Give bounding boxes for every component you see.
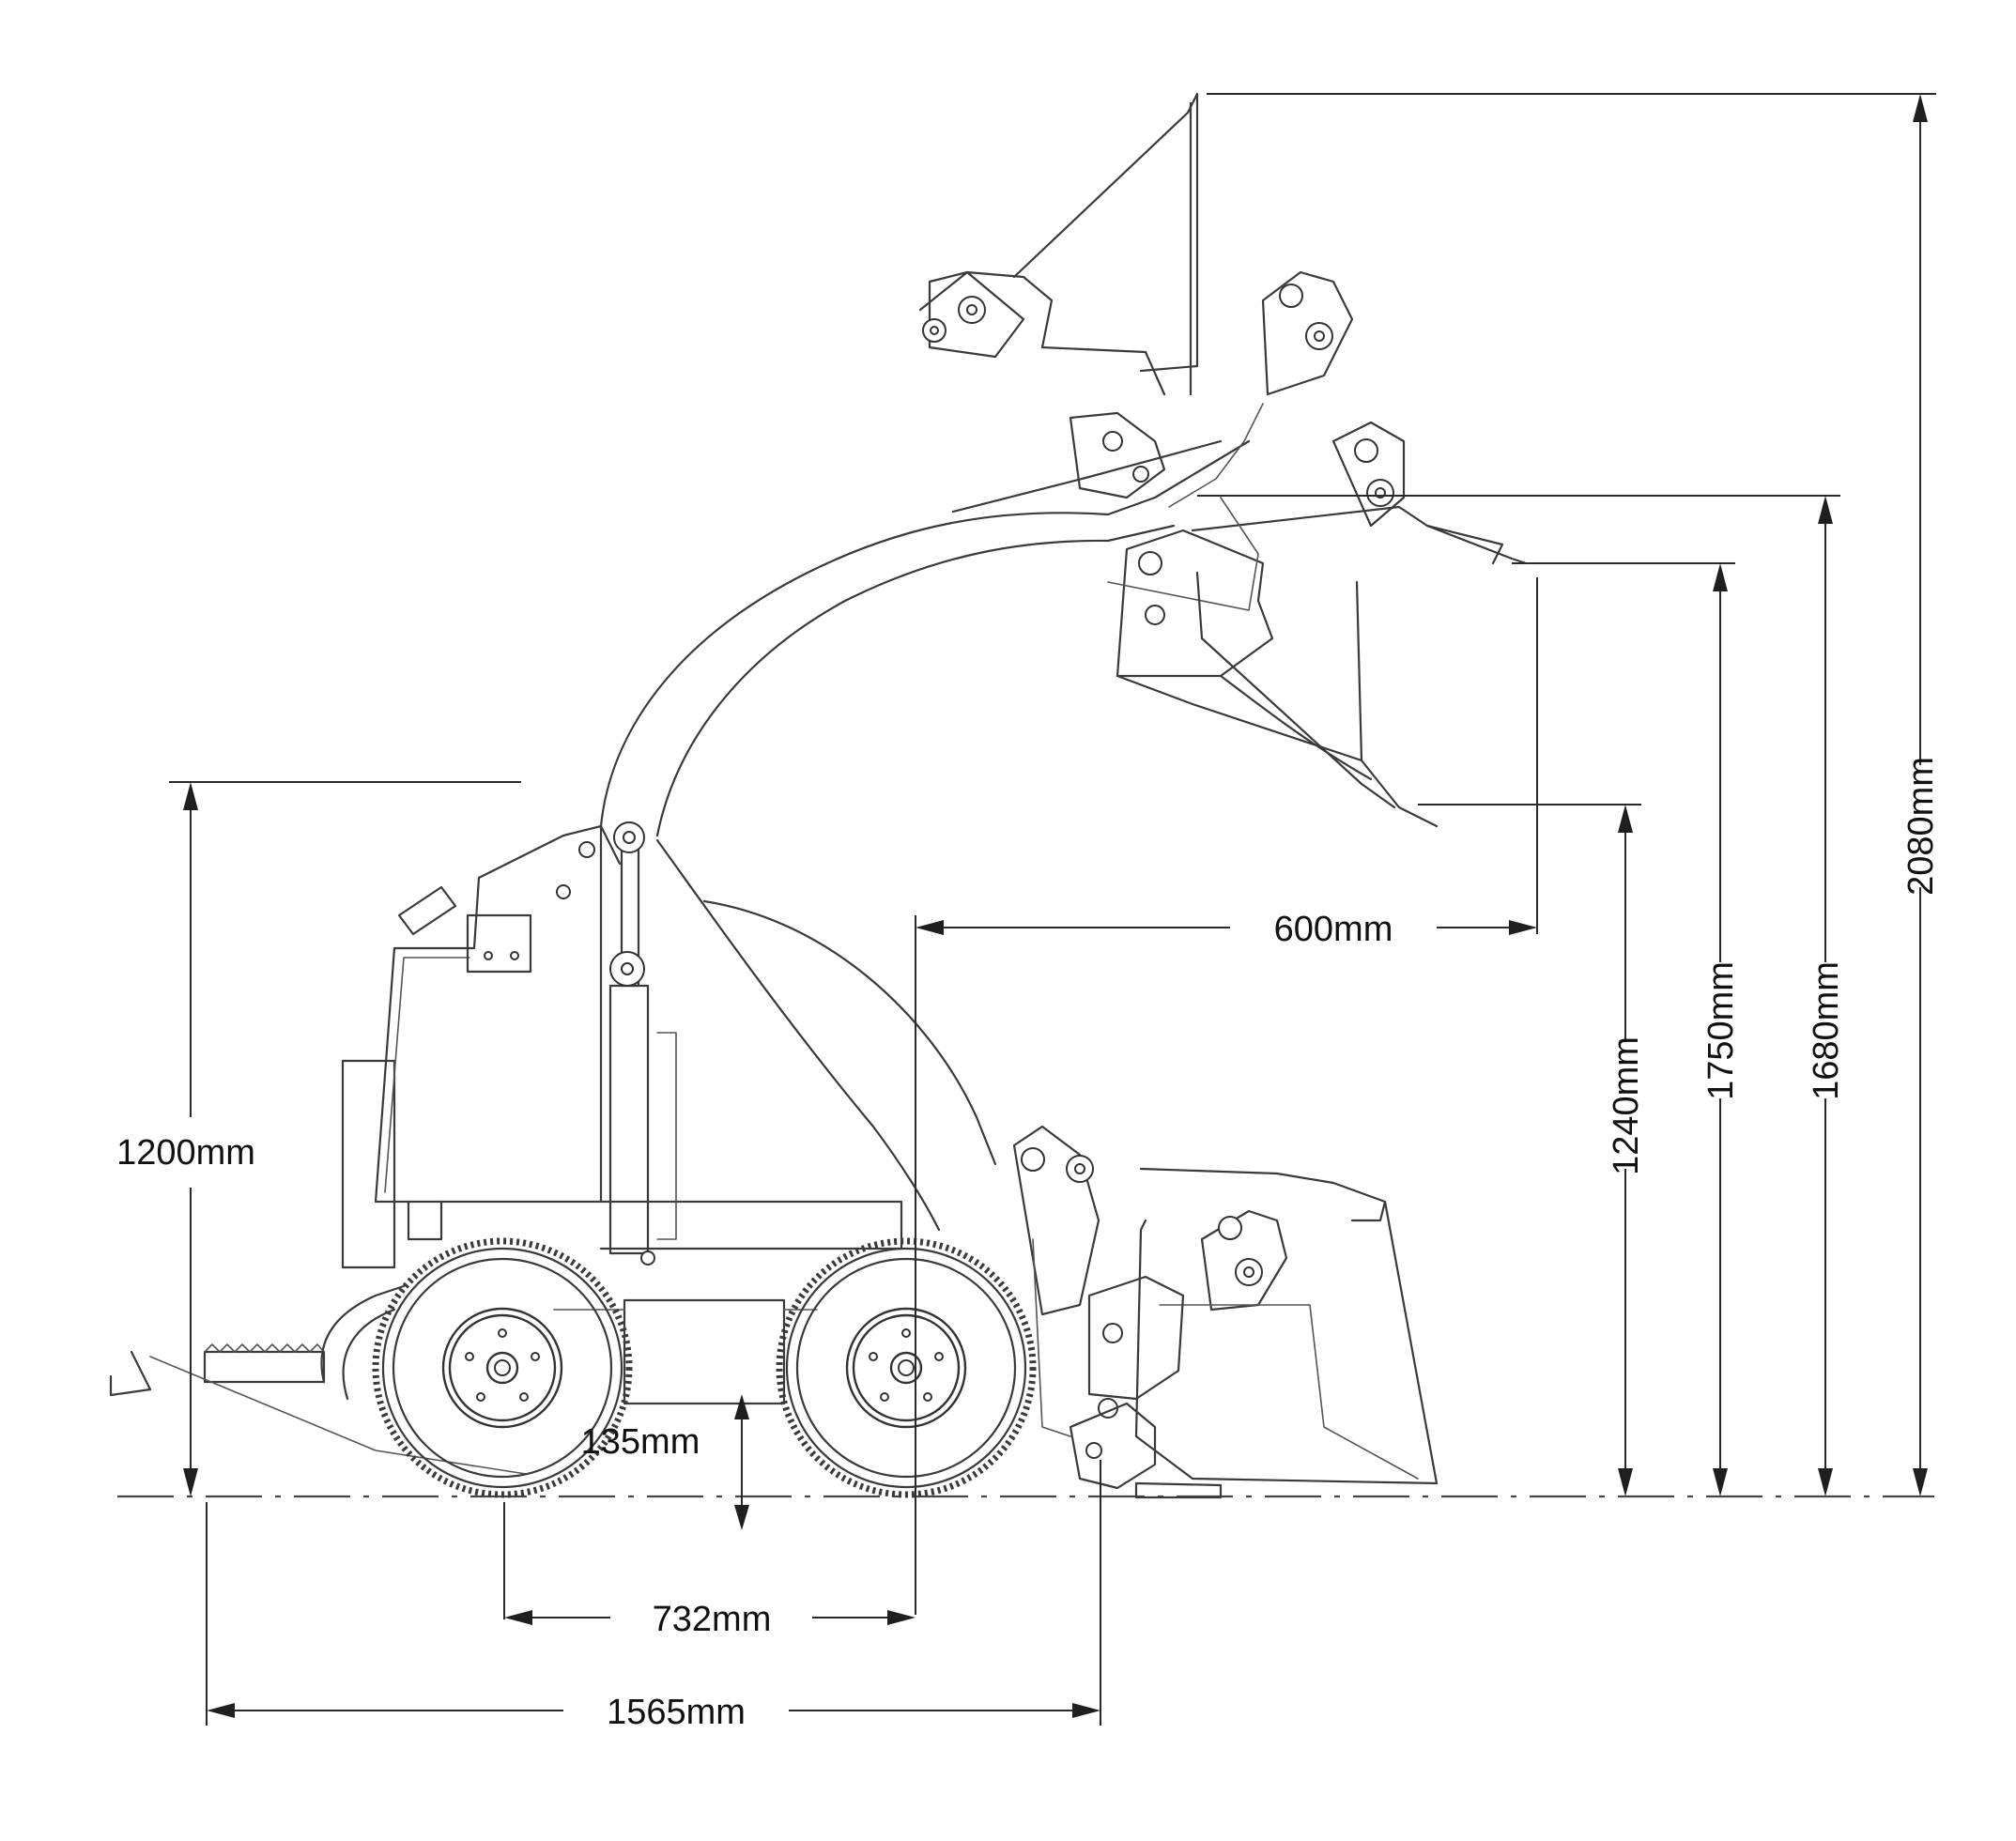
loader-machine-drawing [109,439,1251,1475]
raised-bucket [918,92,1528,828]
rear-wheel [372,1237,633,1498]
dimension-lines [169,93,1936,1726]
front-wheel [776,1237,1037,1498]
dump-height-label: 1240mm [1607,1036,1646,1175]
machine-height-label: 1200mm [116,1133,255,1173]
dump-reach-label: 600mm [1274,910,1393,949]
ground-clearance-label: 135mm [581,1422,700,1462]
overall-length-label: 1565mm [607,1693,746,1732]
overall-height-label: 2080mm [1901,757,1941,896]
wheelbase-label: 732mm [653,1600,772,1639]
lowered-bucket [1012,1125,1439,1499]
bucket-lip-height-label: 1750mm [1701,961,1741,1100]
hinge-pin-height-label: 1680mm [1807,961,1846,1100]
